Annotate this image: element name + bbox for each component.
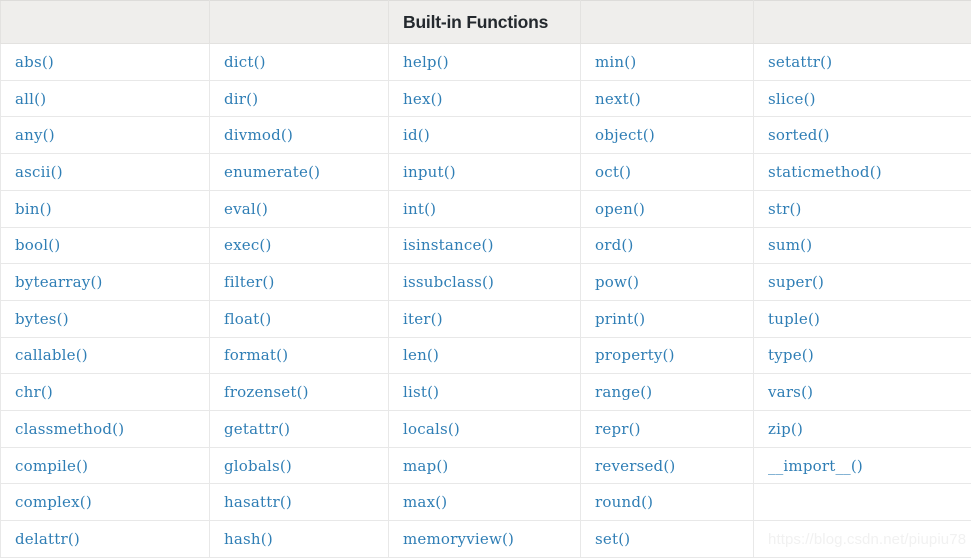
function-name-cell: float() (209, 299, 389, 338)
function-name-cell: delattr() (0, 520, 210, 558)
function-name-cell: set() (580, 520, 754, 558)
table-title: Built-in Functions (388, 0, 581, 44)
table-row: chr()frozenset()list()range()vars() (0, 373, 971, 412)
function-name-cell: map() (388, 446, 581, 485)
function-name-cell: getattr() (209, 410, 389, 448)
function-name-cell: divmod() (209, 116, 389, 155)
function-name-cell: complex() (0, 483, 210, 522)
table-header-row: Built-in Functions (0, 0, 971, 44)
function-name-cell: object() (580, 116, 754, 155)
function-name-cell: min() (580, 43, 754, 81)
table-row: bytearray()filter()issubclass()pow()supe… (0, 263, 971, 301)
header-cell-2 (209, 0, 389, 44)
function-name-cell: open() (580, 189, 754, 228)
function-name-cell: slice() (753, 79, 971, 118)
function-name-cell: all() (0, 79, 210, 118)
function-name-cell: oct() (580, 153, 754, 191)
function-name-cell: range() (580, 373, 754, 412)
function-name-cell: print() (580, 299, 754, 338)
function-name-cell: ord() (580, 226, 754, 265)
table-cell-empty: https://blog.csdn.net/piupiu78 (753, 520, 971, 558)
function-name-cell: enumerate() (209, 153, 389, 191)
function-name-cell: tuple() (753, 299, 971, 338)
function-name-cell: globals() (209, 446, 389, 485)
function-name-cell: bytes() (0, 299, 210, 338)
table-row: delattr()hash()memoryview()set() https://… (0, 520, 971, 558)
function-name-cell: max() (388, 483, 581, 522)
function-name-cell: help() (388, 43, 581, 81)
function-name-cell: exec() (209, 226, 389, 265)
function-name-cell: dir() (209, 79, 389, 118)
function-name-cell: eval() (209, 189, 389, 228)
function-name-cell: ascii() (0, 153, 210, 191)
table-row: bytes()float()iter()print()tuple() (0, 299, 971, 338)
function-name-cell: isinstance() (388, 226, 581, 265)
function-name-cell: sorted() (753, 116, 971, 155)
table-body: abs()dict()help()min()setattr()all()dir(… (0, 43, 971, 558)
function-name-cell: round() (580, 483, 754, 522)
function-name-cell: list() (388, 373, 581, 412)
function-name-cell: any() (0, 116, 210, 155)
function-name-cell: bin() (0, 189, 210, 228)
table-header: Built-in Functions (0, 0, 971, 44)
header-cell-1 (0, 0, 210, 44)
function-name-cell: hex() (388, 79, 581, 118)
table-row: ascii()enumerate()input()oct()staticmeth… (0, 153, 971, 191)
function-name-cell: next() (580, 79, 754, 118)
function-name-cell: super() (753, 263, 971, 301)
function-name-cell: input() (388, 153, 581, 191)
function-name-cell: dict() (209, 43, 389, 81)
header-cell-4 (580, 0, 754, 44)
function-name-cell: hasattr() (209, 483, 389, 522)
function-name-cell: callable() (0, 336, 210, 375)
function-name-cell: bytearray() (0, 263, 210, 301)
function-name-cell: int() (388, 189, 581, 228)
function-name-cell: classmethod() (0, 410, 210, 448)
function-name-cell: format() (209, 336, 389, 375)
table-row: bool()exec()isinstance()ord()sum() (0, 226, 971, 265)
function-name-cell: repr() (580, 410, 754, 448)
table-row: compile()globals()map()reversed()__impor… (0, 446, 971, 485)
function-name-cell: bool() (0, 226, 210, 265)
function-name-cell: type() (753, 336, 971, 375)
function-name-cell: reversed() (580, 446, 754, 485)
table-row: all()dir()hex()next()slice() (0, 79, 971, 118)
function-name-cell: zip() (753, 410, 971, 448)
table-row: abs()dict()help()min()setattr() (0, 43, 971, 81)
watermark: https://blog.csdn.net/piupiu78 (768, 530, 967, 548)
function-name-cell: str() (753, 189, 971, 228)
function-name-cell: property() (580, 336, 754, 375)
function-name-cell: issubclass() (388, 263, 581, 301)
function-name-cell: compile() (0, 446, 210, 485)
function-name-cell: hash() (209, 520, 389, 558)
function-name-cell: frozenset() (209, 373, 389, 412)
function-name-cell: setattr() (753, 43, 971, 81)
table-row: callable()format()len()property()type() (0, 336, 971, 375)
table-row: classmethod()getattr()locals()repr()zip(… (0, 410, 971, 448)
header-cell-5 (753, 0, 971, 44)
function-name-cell: sum() (753, 226, 971, 265)
table-cell-empty (753, 483, 971, 522)
function-name-cell: id() (388, 116, 581, 155)
table-row: complex()hasattr()max()round() (0, 483, 971, 522)
table-row: any()divmod()id()object()sorted() (0, 116, 971, 155)
function-name-cell: locals() (388, 410, 581, 448)
function-name-cell: pow() (580, 263, 754, 301)
function-name-cell: chr() (0, 373, 210, 412)
function-name-cell: filter() (209, 263, 389, 301)
table-row: bin()eval()int()open()str() (0, 189, 971, 228)
function-name-cell: vars() (753, 373, 971, 412)
function-name-cell: iter() (388, 299, 581, 338)
function-name-cell: memoryview() (388, 520, 581, 558)
function-name-cell: abs() (0, 43, 210, 81)
function-name-cell: len() (388, 336, 581, 375)
function-name-cell: staticmethod() (753, 153, 971, 191)
function-name-cell: __import__() (753, 446, 971, 485)
